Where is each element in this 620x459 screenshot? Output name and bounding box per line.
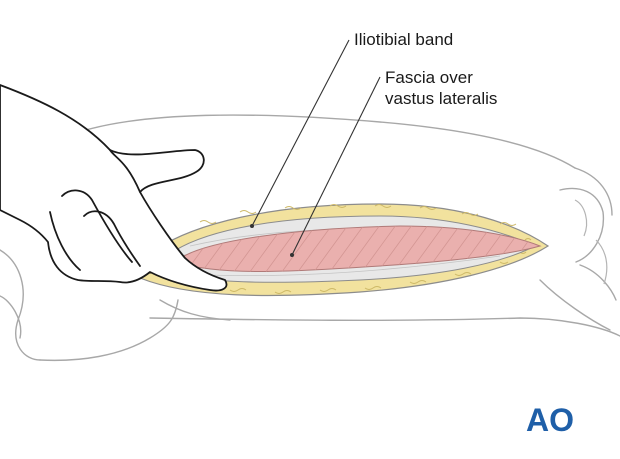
label-iliotibial-band: Iliotibial band: [354, 30, 454, 49]
leader-line-fascia: [291, 76, 381, 256]
label-fascia-over-vastus-lateralis: Fascia over vastus lateralis: [385, 67, 497, 109]
leader-dot-iliotibial-band: [250, 224, 254, 228]
ao-logo-text: AO: [526, 402, 574, 438]
knee-contour: [574, 199, 608, 285]
hand: [0, 84, 228, 292]
leader-lines: [251, 39, 381, 256]
vastus-lateralis-muscle: [173, 225, 542, 272]
label-fascia-line-2: vastus lateralis: [385, 89, 498, 108]
incision: [139, 203, 550, 297]
leader-dot-fascia: [290, 253, 294, 257]
leg-outline: [0, 114, 620, 362]
ao-logo: AO: [526, 402, 574, 438]
leader-line-iliotibial-band: [251, 39, 350, 227]
label-fascia-line-1: Fascia over: [385, 68, 473, 87]
